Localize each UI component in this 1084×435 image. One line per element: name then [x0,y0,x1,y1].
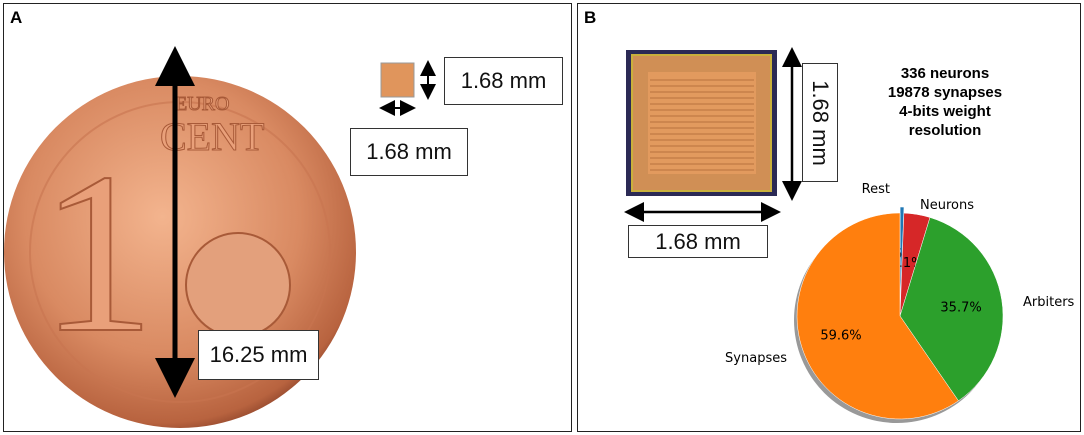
pie-pct-arbiters: 35.7% [940,301,981,316]
chip-stats: 336 neurons 19878 synapses 4-bits weight… [860,64,1030,140]
pie-slice-synapses [796,212,959,420]
pie-chart: Rest0.6%Neurons4.1%Arbiters35.7%Synapses… [725,182,1075,423]
pie-label-neurons: Neurons [920,198,974,213]
svg-text:EURO: EURO [175,93,229,115]
pie-label-synapses: Synapses [725,351,787,366]
globe-icon [185,232,291,338]
chip-small-image [380,62,415,98]
stat-line: 4-bits weight [899,103,991,120]
chip-height-label-b: 1.68 mm [802,63,838,182]
pie-label-arbiters: Arbiters [1023,295,1075,310]
chip-height-label-a: 1.68 mm [444,57,563,105]
pie-label-rest: Rest [862,182,890,197]
chip-height-label-b-text: 1.68 mm [808,79,833,166]
pie-slice-arbiters [899,217,1004,402]
pie-pct-synapses: 59.6% [820,328,861,343]
chip-width-label-a: 1.68 mm [350,128,468,176]
coin-diameter-label: 16.25 mm [198,330,319,380]
panel-b-label: B [584,8,597,27]
panel-a-label: A [10,8,23,27]
stat-line: resolution [908,122,982,139]
stat-line: 336 neurons [900,65,990,82]
chip-die-image [626,50,777,196]
chip-width-label-b: 1.68 mm [628,225,768,258]
stat-line: 19878 synapses [887,84,1003,101]
svg-text:1: 1 [40,125,155,380]
